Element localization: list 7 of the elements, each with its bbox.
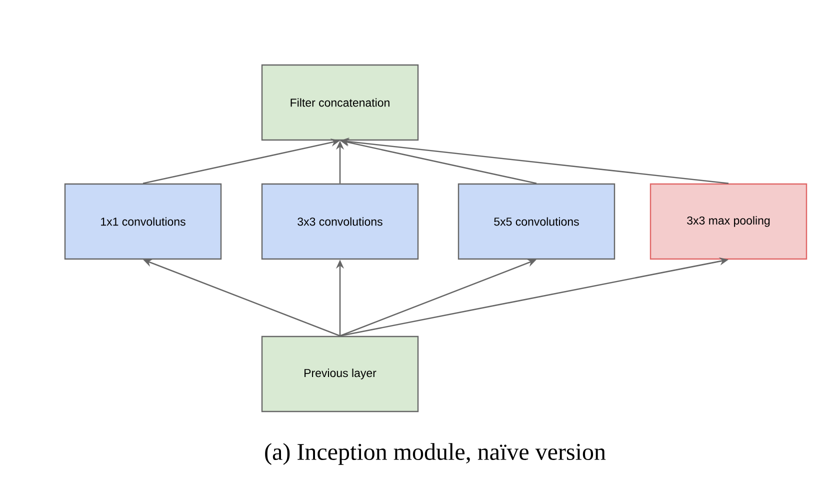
process-box: Previous layer [261,336,419,412]
process-box: 1x1 convolutions [64,183,222,260]
process-box: Filter concatenation [261,64,419,141]
process-box: 3x3 max pooling [650,183,808,260]
process-box: 5x5 convolutions [458,183,616,260]
process-box: 3x3 convolutions [261,183,419,260]
caption: (a) Inception module, naïve version [265,443,606,465]
